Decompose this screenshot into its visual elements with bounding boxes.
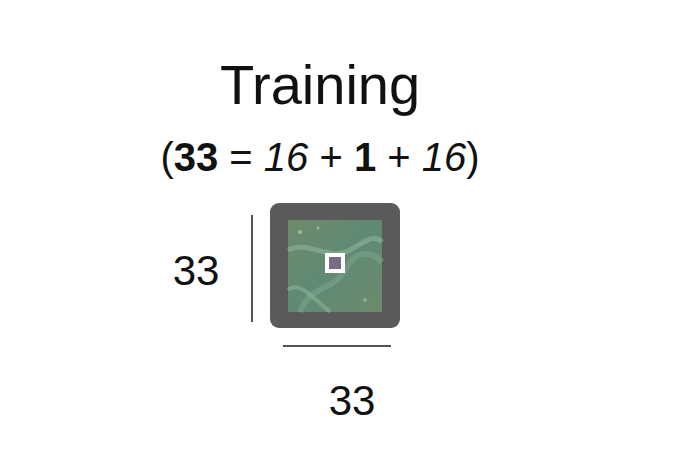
size-formula: (33 = 16 + 1 + 16): [160, 137, 479, 177]
texture: [300, 254, 382, 312]
dimension-line: [283, 345, 391, 347]
satellite-patch: [288, 220, 382, 312]
dimension-label: 33: [329, 380, 376, 422]
texture: [317, 227, 320, 230]
dimension-label: 33: [173, 250, 220, 292]
title: Training: [220, 57, 420, 113]
center-pixel-frame: [325, 253, 345, 273]
patch-frame: [270, 203, 400, 328]
texture: [288, 287, 330, 312]
texture: [298, 230, 302, 234]
center-pixel: [329, 257, 341, 269]
texture: [363, 298, 367, 302]
dimension-line: [251, 215, 253, 322]
